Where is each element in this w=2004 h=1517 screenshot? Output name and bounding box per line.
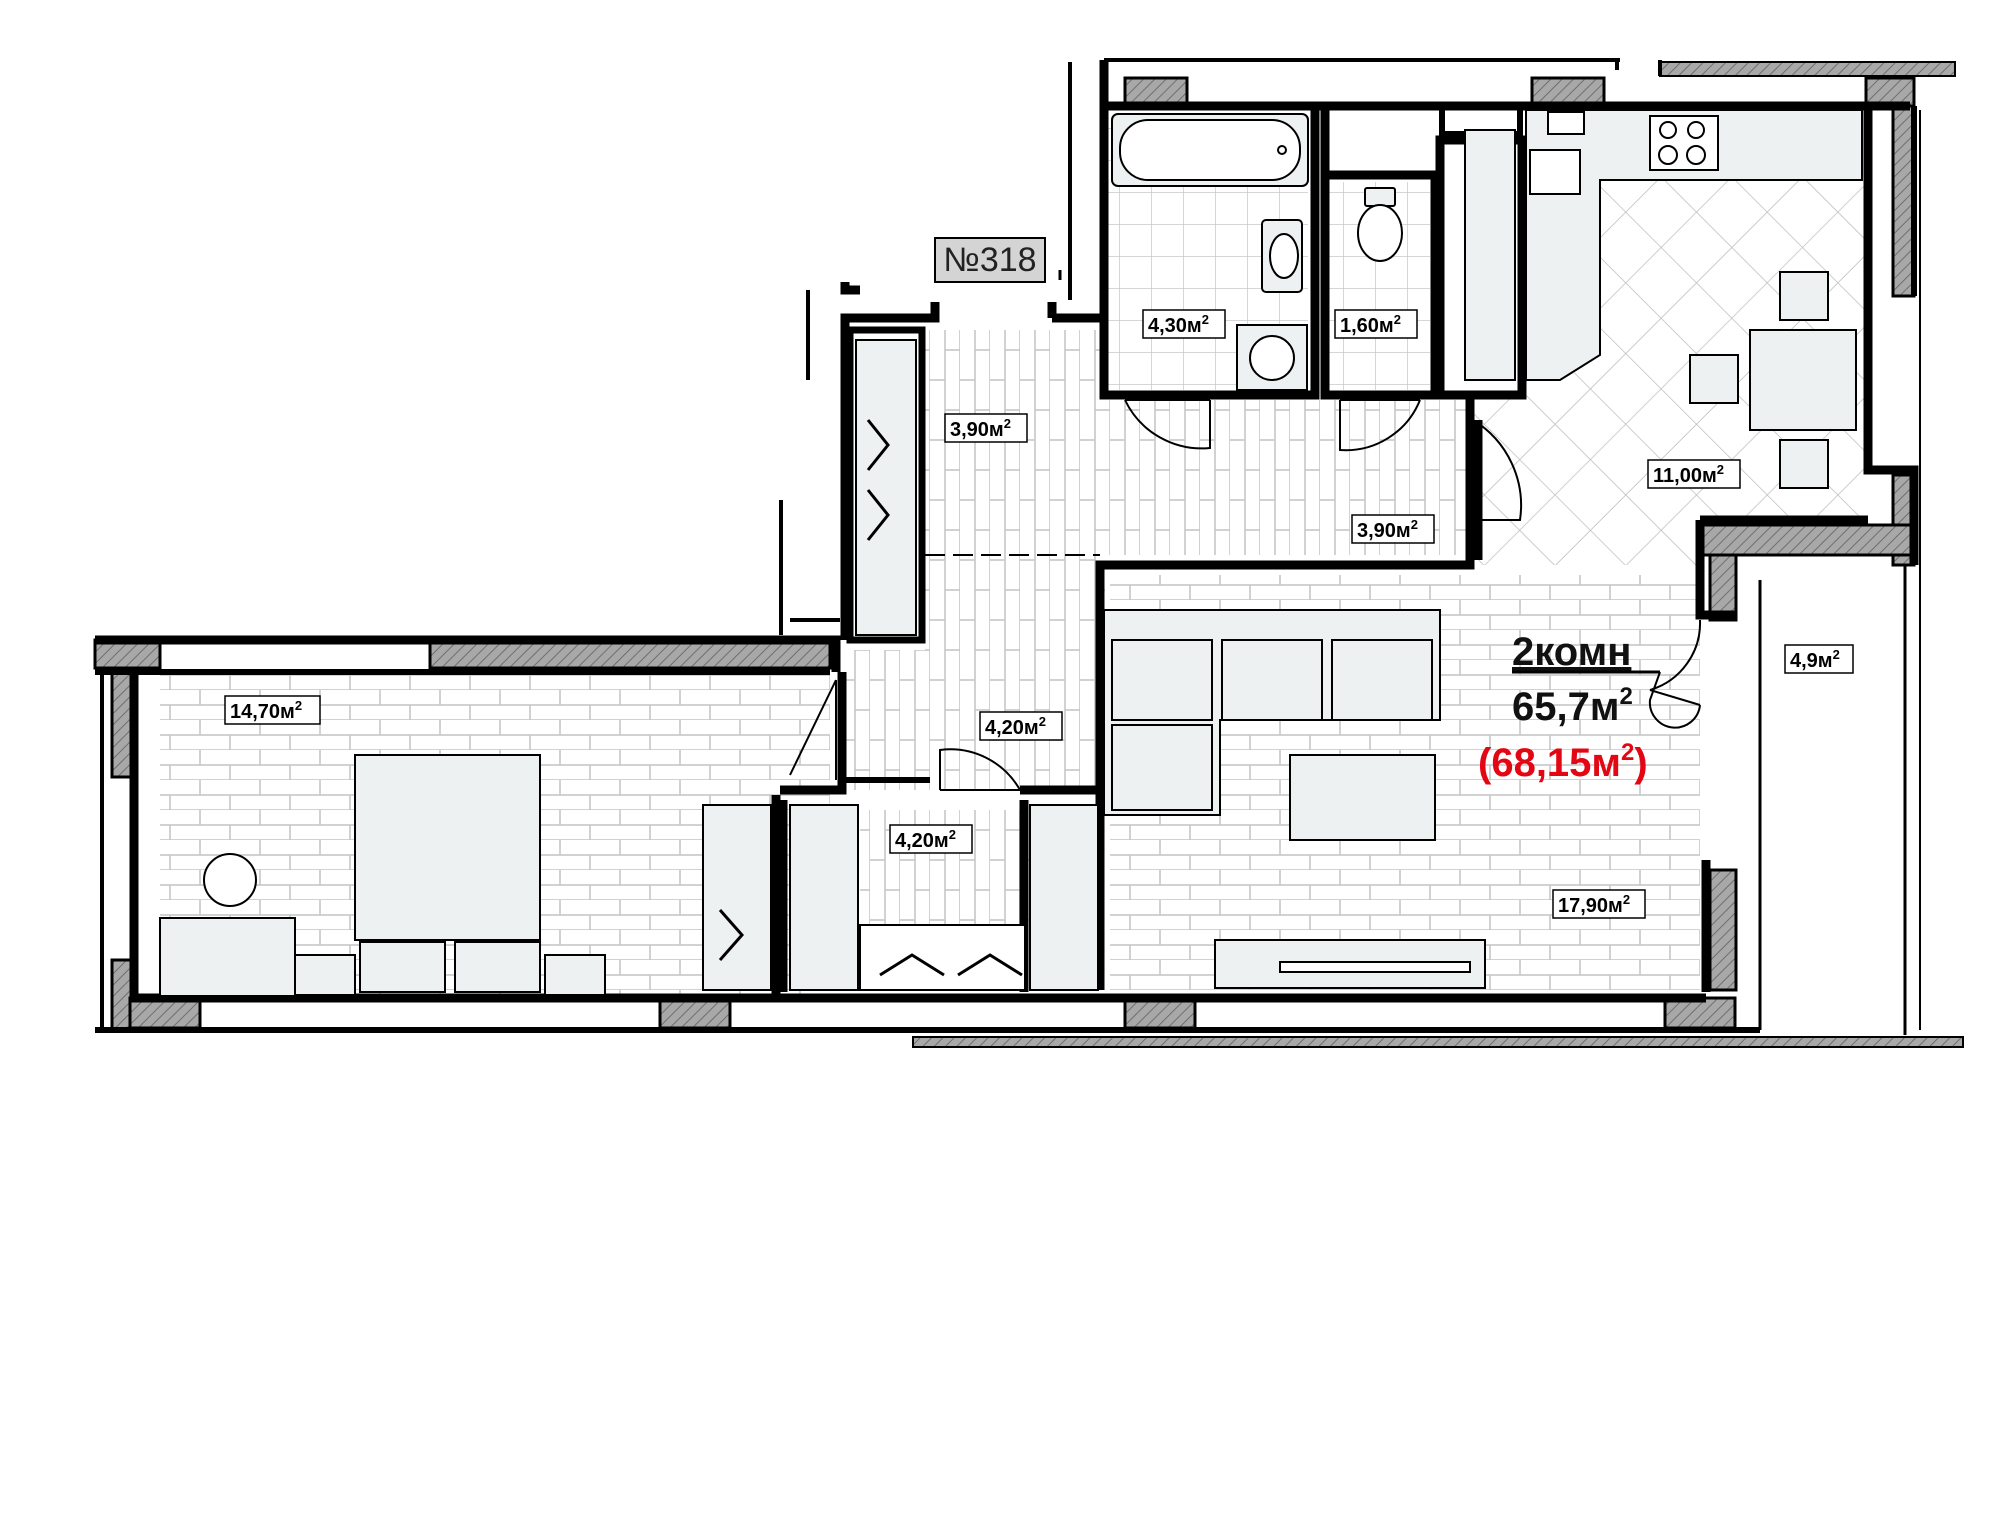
- label-corridor: 3,90м2: [1351, 514, 1435, 544]
- label-hall: 4,20м2: [979, 711, 1063, 741]
- area-bedroom: 14,70м: [230, 701, 295, 723]
- svg-text:3,90м2: 3,90м2: [1357, 517, 1418, 542]
- kitchen-sink-icon: [1529, 149, 1581, 195]
- total-area: (68,15м: [1478, 741, 1621, 785]
- svg-text:(68,15м2): (68,15м2): [1478, 739, 1648, 785]
- walls: [95, 58, 1921, 1035]
- thin-walls: [100, 60, 1619, 1030]
- office-chair-icon: [203, 853, 257, 907]
- nightstand-icon: [544, 954, 606, 996]
- label-living-room: 17,90м2: [1552, 889, 1646, 919]
- cabinet-icon: [702, 804, 772, 991]
- area-living-room: 17,90м: [1558, 895, 1623, 917]
- svg-text:14,70м2: 14,70м2: [230, 698, 302, 723]
- label-balcony: 4,9м2: [1784, 644, 1854, 674]
- area-balcony: 4,9м: [1790, 650, 1833, 672]
- chair-icon: [1779, 439, 1829, 489]
- label-bathroom: 4,30м2: [1142, 309, 1226, 339]
- chair-icon: [1779, 271, 1829, 321]
- label-wardrobe: 4,20м2: [889, 824, 973, 854]
- cabinet-icon: [1029, 804, 1099, 991]
- svg-text:4,20м2: 4,20м2: [895, 827, 956, 852]
- apartment-number-tag: №318: [934, 237, 1046, 283]
- area-entry-hall: 3,90м: [950, 419, 1004, 441]
- svg-text:11,00м2: 11,00м2: [1653, 462, 1724, 487]
- area-hall: 4,20м: [985, 717, 1039, 739]
- nightstand-icon: [294, 954, 356, 996]
- chair-icon: [1689, 354, 1739, 404]
- living-balcony-door: [1649, 619, 1702, 691]
- dining-table-icon: [1749, 329, 1857, 431]
- area-wardrobe: 4,20м: [895, 830, 949, 852]
- wc-door: [1339, 399, 1421, 452]
- hanger-rail-icon: [859, 924, 1026, 991]
- label-bedroom: 14,70м2: [224, 695, 321, 725]
- stove-icon: [1649, 115, 1719, 171]
- bathroom-door: [1124, 399, 1211, 450]
- kitchen-floor: [1470, 180, 1870, 565]
- kitchen-counter-icon: [1525, 109, 1863, 381]
- label-entry-hall: 3,90м2: [944, 413, 1028, 443]
- bedroom-door: [789, 679, 837, 780]
- room-labels: 4,30м2 1,60м2 3,90м2 3,90м2 11,00м2 14,7…: [224, 309, 1854, 919]
- svg-text:4,9м2: 4,9м2: [1790, 647, 1840, 672]
- hanger-icons: [718, 419, 1023, 977]
- area-wc: 1,60м: [1340, 315, 1394, 337]
- area-kitchen: 11,00м: [1653, 465, 1717, 487]
- toilet-icon: [1364, 187, 1396, 207]
- area-bathroom: 4,30м: [1148, 315, 1202, 337]
- summary: 2комн 65,7м2 (68,15м2): [1478, 630, 1701, 785]
- svg-text:3,90м2: 3,90м2: [950, 416, 1011, 441]
- rooms-count: 2комн: [1512, 630, 1631, 674]
- doors: [789, 399, 1702, 791]
- desk-icon: [159, 917, 296, 997]
- living-area: 65,7м: [1512, 685, 1619, 729]
- cabinet-icon: [789, 804, 859, 991]
- svg-text:65,7м2: 65,7м2: [1512, 683, 1633, 729]
- svg-text:4,30м2: 4,30м2: [1148, 312, 1209, 337]
- tv-icon: [1279, 961, 1471, 973]
- fixtures: [159, 109, 1863, 997]
- label-kitchen: 11,00м2: [1647, 459, 1741, 489]
- svg-text:4,20м2: 4,20м2: [985, 714, 1046, 739]
- apartment-number: №318: [943, 241, 1036, 279]
- pillow-icon: [454, 941, 541, 993]
- label-wc: 1,60м2: [1334, 309, 1418, 339]
- hatched-walls: [93, 61, 1964, 1048]
- pillow-icon: [359, 941, 446, 993]
- svg-text:17,90м2: 17,90м2: [1558, 892, 1630, 917]
- bed-icon: [354, 754, 541, 941]
- wardrobe-door: [939, 748, 1021, 791]
- svg-text:1,60м2: 1,60м2: [1340, 312, 1401, 337]
- kitchen-door: [1472, 419, 1523, 521]
- hall-floor: [842, 650, 1102, 790]
- area-corridor: 3,90м: [1357, 520, 1411, 542]
- coffee-table-icon: [1289, 754, 1436, 841]
- entry-closet-icon: [855, 339, 917, 636]
